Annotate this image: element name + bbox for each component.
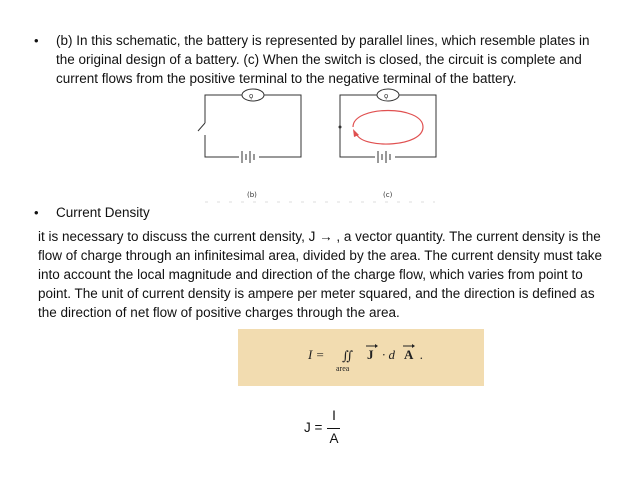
switch-open-icon bbox=[197, 122, 206, 132]
bullet-dot: • bbox=[34, 205, 39, 220]
formula-numerator: I bbox=[332, 408, 336, 423]
bulb-symbol: ϙ bbox=[249, 92, 253, 100]
circuit-figure: ϙ (b) ϙ bbox=[195, 85, 455, 205]
current-flow-arrow-icon bbox=[352, 110, 424, 145]
bullet-text: (b) In this schematic, the battery is re… bbox=[56, 33, 590, 86]
vector-arrow-icon bbox=[375, 344, 378, 348]
bullet-battery-schematic: • (b) In this schematic, the battery is … bbox=[34, 31, 604, 88]
current-density-formula: J = I A bbox=[304, 408, 344, 448]
bullet-current-density: • Current Density bbox=[34, 203, 604, 222]
vector-j: J bbox=[367, 347, 374, 362]
integral-symbol: ∬ bbox=[342, 348, 353, 363]
equation-lhs: I = bbox=[307, 347, 324, 362]
svg-text:ϙ: ϙ bbox=[384, 92, 388, 100]
dot-d: · d bbox=[382, 347, 396, 362]
circuit-b: ϙ bbox=[197, 88, 302, 163]
integral-equation-box: I = ∬ area J · d A . bbox=[238, 329, 484, 386]
switch-closed-icon bbox=[338, 125, 342, 129]
bulb-icon bbox=[376, 88, 400, 102]
integral-subscript: area bbox=[336, 364, 350, 373]
bulb-icon bbox=[241, 88, 265, 102]
current-density-paragraph: it is necessary to discuss the current d… bbox=[38, 229, 603, 320]
circuit-c: ϙ bbox=[338, 88, 437, 163]
figure-label-b: (b) bbox=[247, 191, 257, 199]
vector-arrow-icon bbox=[412, 344, 415, 348]
formula-lhs: J = bbox=[304, 420, 323, 435]
vector-a: A bbox=[404, 347, 414, 362]
integral-equation-svg: I = ∬ area J · d A . bbox=[307, 344, 423, 373]
fraction-bar bbox=[327, 428, 340, 429]
bullet-heading: Current Density bbox=[56, 205, 150, 220]
bullet-dot: • bbox=[34, 33, 39, 48]
equation-end: . bbox=[420, 347, 423, 362]
circuit-diagrams-svg: ϙ (b) ϙ bbox=[197, 88, 437, 203]
figure-label-c: (c) bbox=[383, 191, 393, 199]
formula-denominator: A bbox=[329, 431, 339, 446]
